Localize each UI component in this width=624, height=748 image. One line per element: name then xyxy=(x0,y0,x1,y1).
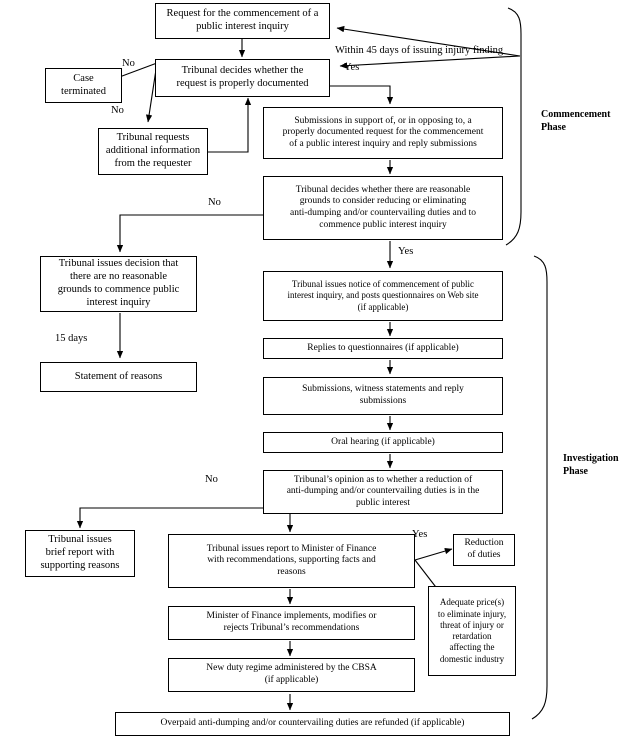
node-case-terminated[interactable]: Case terminated xyxy=(45,68,122,103)
node-no-grounds-decision[interactable]: Tribunal issues decision that there are … xyxy=(40,256,197,312)
phase-label-commencement: Commencement Phase xyxy=(541,109,611,133)
edge-label-within-45-days: Within 45 days of issuing injury finding xyxy=(335,45,504,56)
node-brief-report[interactable]: Tribunal issues brief report with suppor… xyxy=(25,530,135,577)
edge-label-no-request-info: No xyxy=(111,105,124,116)
node-report-minister[interactable]: Tribunal issues report to Minister of Fi… xyxy=(168,534,415,588)
node-submissions-witness[interactable]: Submissions, witness statements and repl… xyxy=(263,377,503,415)
node-reasonable-grounds[interactable]: Tribunal decides whether there are reaso… xyxy=(263,176,503,240)
edge-label-yes-reduction: Yes xyxy=(412,529,428,540)
edge-label-yes-grounds: Yes xyxy=(398,246,414,257)
edge-label-fifteen-days: 15 days xyxy=(55,333,88,344)
node-request[interactable]: Request for the commencement of a public… xyxy=(155,3,330,39)
node-minister-implements[interactable]: Minister of Finance implements, modifies… xyxy=(168,606,415,640)
node-oral-hearing[interactable]: Oral hearing (if applicable) xyxy=(263,432,503,453)
edge-label-yes-documented: Yes xyxy=(344,62,360,73)
node-submissions-support[interactable]: Submissions in support of, or in opposin… xyxy=(263,107,503,159)
node-statement-reasons[interactable]: Statement of reasons xyxy=(40,362,197,392)
node-notice-commencement[interactable]: Tribunal issues notice of commencement o… xyxy=(263,271,503,321)
node-reduction-duties[interactable]: Reduction of duties xyxy=(453,534,515,566)
node-new-duty-regime[interactable]: New duty regime administered by the CBSA… xyxy=(168,658,415,692)
node-decides-documented[interactable]: Tribunal decides whether the request is … xyxy=(155,59,330,97)
node-tribunal-opinion[interactable]: Tribunal’s opinion as to whether a reduc… xyxy=(263,470,503,514)
node-requests-info[interactable]: Tribunal requests additional information… xyxy=(98,128,208,175)
node-overpaid-refunded[interactable]: Overpaid anti-dumping and/or countervail… xyxy=(115,712,510,736)
edge-label-no-grounds: No xyxy=(208,197,221,208)
edge-label-no-opinion: No xyxy=(205,474,218,485)
edge-label-no-terminated: No xyxy=(122,58,135,69)
node-adequate-prices[interactable]: Adequate price(s) to eliminate injury, t… xyxy=(428,586,516,676)
node-replies-questionnaires[interactable]: Replies to questionnaires (if applicable… xyxy=(263,338,503,359)
phase-label-investigation: Investigation Phase xyxy=(563,453,619,477)
